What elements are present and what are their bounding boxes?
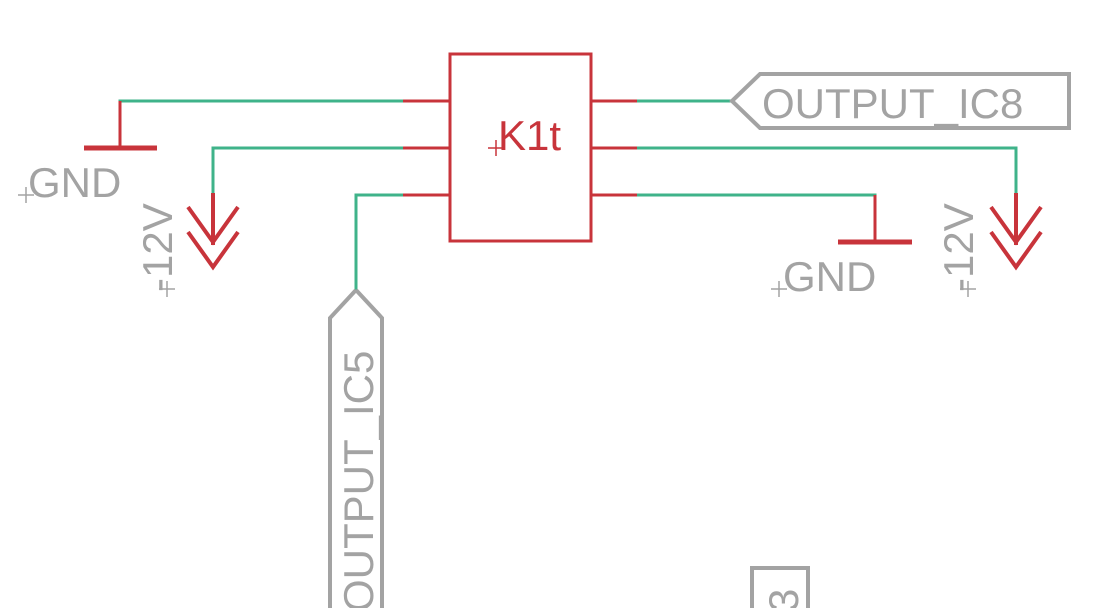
wire-neg12v-left — [211, 146, 403, 193]
net-label-frame-partial — [750, 566, 810, 608]
gnd-symbol-right[interactable]: GND — [771, 195, 912, 300]
origin-cross-icon — [18, 187, 34, 203]
origin-cross-icon — [159, 281, 175, 297]
neg12v-label-left: -12V — [134, 203, 181, 292]
wire-output-ic5 — [354, 193, 403, 290]
net-label-output-ic8[interactable]: OUTPUT_IC8 — [729, 72, 1071, 130]
component-refdes: K1t — [498, 112, 561, 159]
gnd-label-right: GND — [783, 253, 876, 300]
net-label-text-partial: 3 — [760, 589, 807, 608]
net-label-text-ic8: OUTPUT_IC8 — [762, 80, 1023, 127]
net-label-frame-ic8 — [729, 72, 1071, 130]
wire-neg12v-right — [637, 146, 1018, 193]
net-label-frame-ic5 — [328, 288, 384, 608]
gnd-label-left: GND — [28, 159, 121, 206]
net-label-text-ic5: OUTPUT_IC5 — [335, 351, 382, 608]
wire-gnd-left — [118, 99, 403, 147]
origin-cross-icon — [960, 281, 976, 297]
origin-cross-icon — [771, 281, 787, 297]
neg12v-symbol-right[interactable]: -12V — [935, 193, 1043, 297]
component-k1t[interactable] — [403, 52, 637, 243]
component-origin-cross — [488, 140, 504, 156]
net-label-output-ic5[interactable]: OUTPUT_IC5 — [328, 288, 384, 612]
neg12v-arrow-icon — [186, 193, 240, 271]
neg12v-arrow-icon — [989, 193, 1043, 271]
neg12v-label-right: -12V — [935, 203, 982, 292]
gnd-symbol-left[interactable]: GND — [18, 101, 157, 206]
wire-gnd-right — [637, 193, 877, 242]
net-label-partial-bottom[interactable]: 3 — [750, 566, 810, 612]
neg12v-symbol-left[interactable]: -12V — [134, 193, 240, 297]
